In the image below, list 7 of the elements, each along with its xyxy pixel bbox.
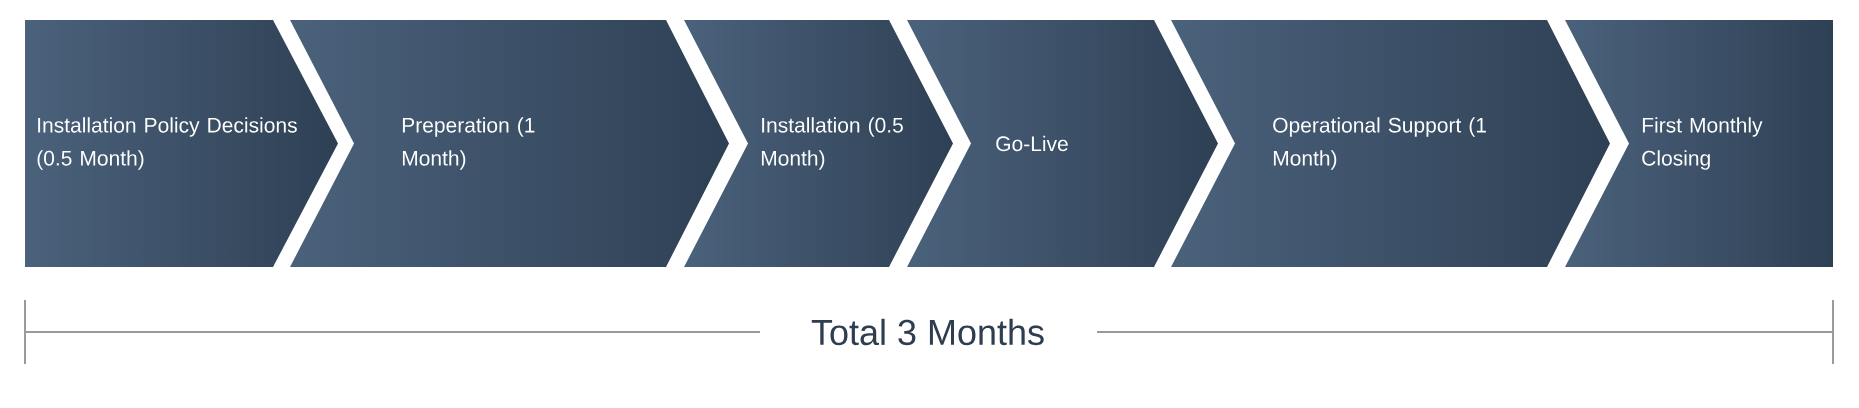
chevron-step: Installation Policy Decisions (0.5 Month) [37, 117, 297, 170]
chevron-step: Installation (0.5 Month) [761, 117, 903, 170]
total-duration-label: Total 3 Months [811, 318, 1044, 346]
chevron-step: Go-Live [996, 135, 1068, 152]
chevron-step: Operational Support (1 Month) [1273, 117, 1486, 170]
chevron-step: Preperation (1 Month) [402, 117, 535, 170]
chevron-step: First Monthly Closing [1642, 117, 1763, 170]
